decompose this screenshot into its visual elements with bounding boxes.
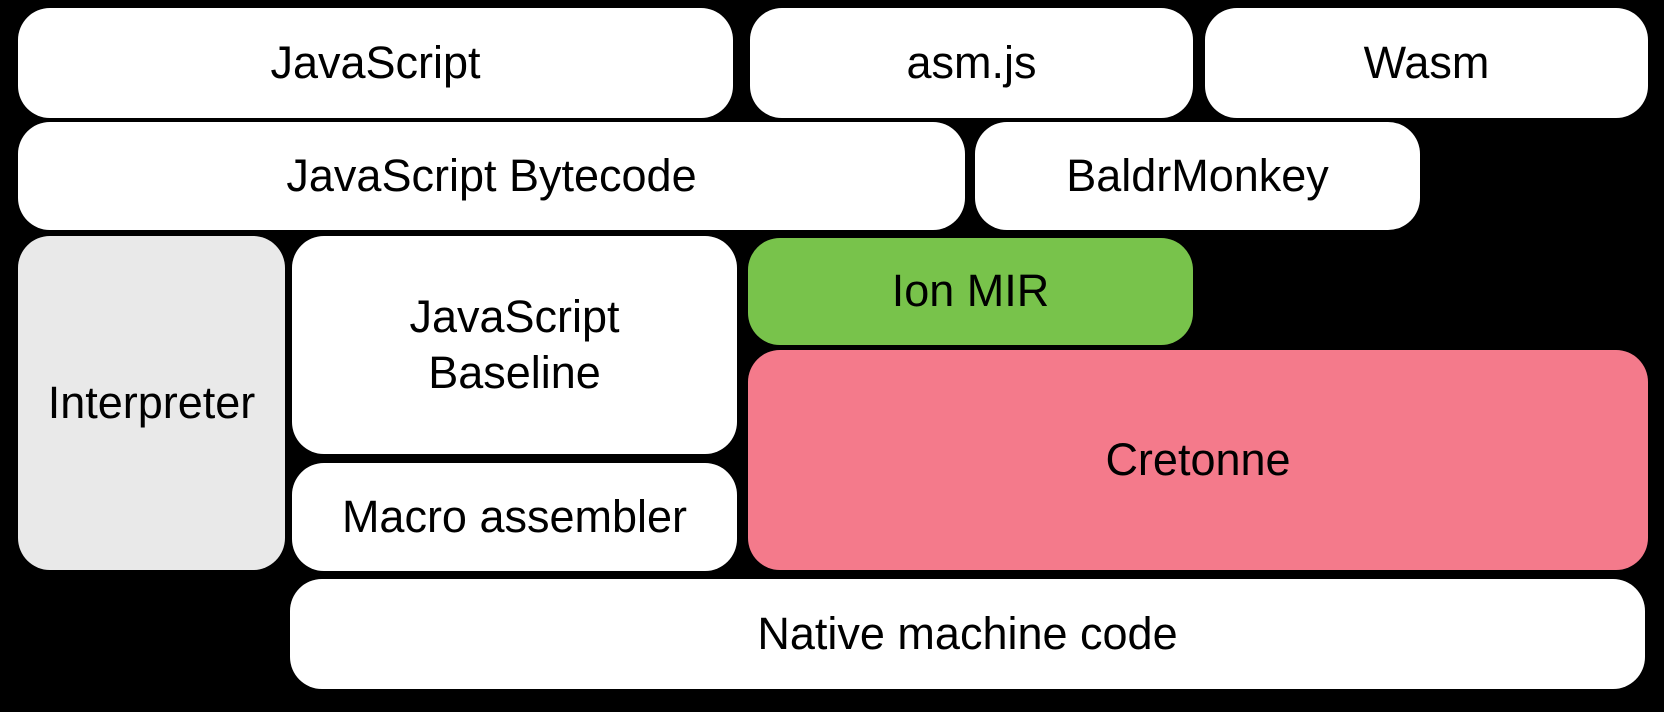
- node-cretonne: Cretonne: [748, 350, 1648, 570]
- node-interpreter: Interpreter: [18, 236, 285, 570]
- node-wasm: Wasm: [1205, 8, 1648, 118]
- node-asmjs-label: asm.js: [906, 36, 1037, 88]
- node-macro-assembler-label: Macro assembler: [341, 490, 688, 542]
- node-javascript-bytecode-label: JavaScript Bytecode: [286, 149, 697, 201]
- node-ion-mir-label: Ion MIR: [891, 265, 1050, 317]
- node-javascript-baseline: JavaScript Baseline: [292, 236, 737, 454]
- node-cretonne-label: Cretonne: [1105, 433, 1291, 485]
- node-wasm-label: Wasm: [1363, 36, 1490, 88]
- node-asmjs: asm.js: [750, 8, 1193, 118]
- node-macro-assembler: Macro assembler: [292, 463, 737, 571]
- node-javascript-bytecode: JavaScript Bytecode: [18, 122, 965, 230]
- node-interpreter-label: Interpreter: [47, 376, 256, 428]
- node-ion-mir: Ion MIR: [748, 238, 1193, 345]
- node-javascript: JavaScript: [18, 8, 733, 118]
- node-baldrmonkey-label: BaldrMonkey: [1066, 149, 1329, 201]
- node-native-machine-code-label: Native machine code: [757, 607, 1178, 659]
- node-javascript-label: JavaScript: [270, 36, 481, 88]
- node-native-machine-code: Native machine code: [290, 579, 1645, 689]
- node-javascript-baseline-label-line2: Baseline: [428, 347, 601, 398]
- node-baldrmonkey: BaldrMonkey: [975, 122, 1420, 230]
- node-javascript-baseline-label-line1: JavaScript: [409, 290, 620, 342]
